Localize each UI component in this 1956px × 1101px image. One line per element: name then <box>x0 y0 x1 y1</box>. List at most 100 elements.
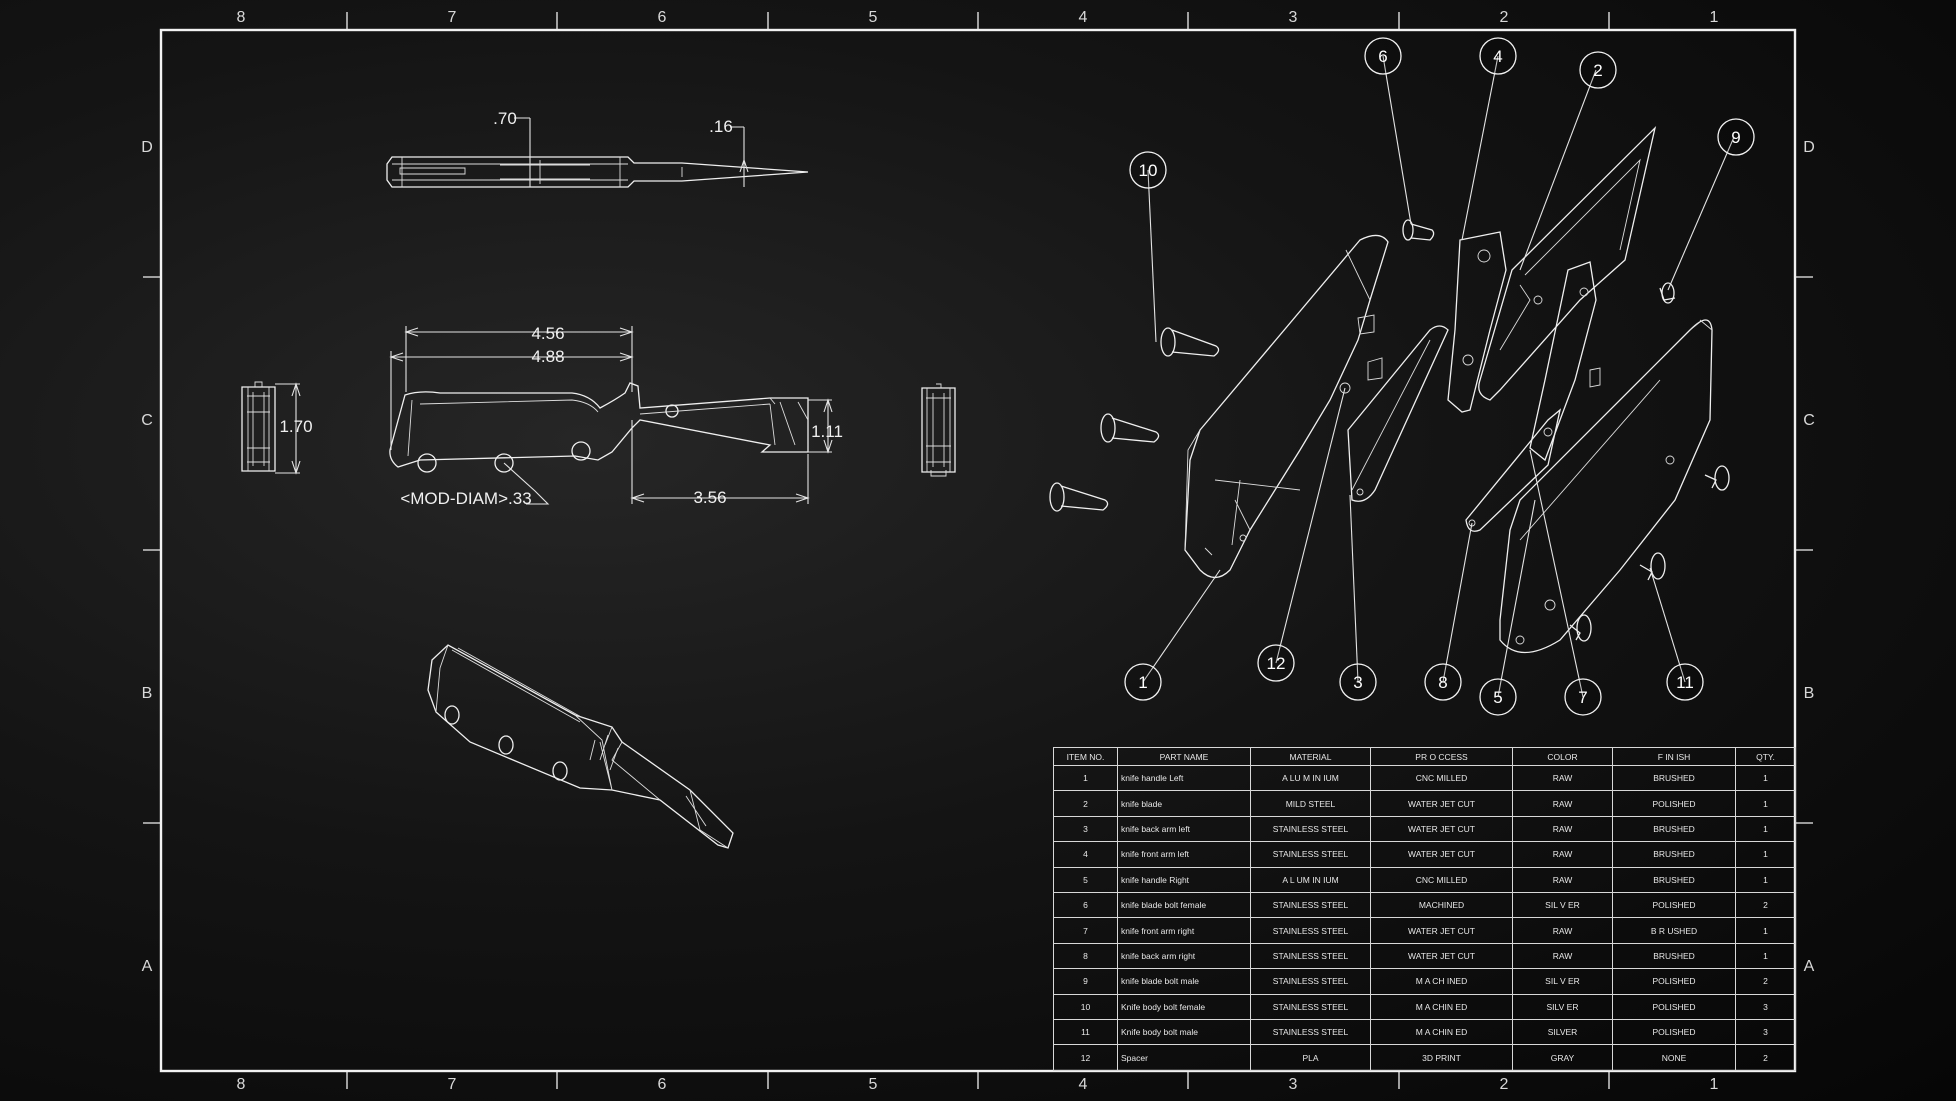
isometric-view <box>427 644 734 849</box>
cell-item: 9 <box>1053 968 1118 995</box>
zone-col-4-bottom: 4 <box>1079 1076 1088 1093</box>
table-row: 10 Knife body bolt female STAINLESS STEE… <box>1053 993 1796 1021</box>
cell-color: RAW <box>1512 917 1613 944</box>
zone-row-c-left: C <box>141 412 153 429</box>
cell-process: M A CHIN ED <box>1370 1019 1513 1046</box>
zone-col-6-bottom: 6 <box>658 1076 667 1093</box>
zone-labels-bottom: 8 7 6 5 4 3 2 1 <box>237 1076 1719 1093</box>
cell-part-name: knife front arm left <box>1117 841 1251 868</box>
cell-material: A LU M IN IUM <box>1250 764 1371 792</box>
cell-part-name: knife front arm right <box>1117 917 1251 944</box>
table-row: 11 Knife body bolt male STAINLESS STEEL … <box>1053 1019 1796 1046</box>
part-front-arm-right <box>1529 261 1597 462</box>
exploded-view <box>1049 125 1730 653</box>
col-color: COLOR <box>1512 747 1613 766</box>
zone-col-7-top: 7 <box>448 9 457 26</box>
cell-material: STAINLESS STEEL <box>1250 968 1371 995</box>
cell-process: MACHINED <box>1370 892 1513 919</box>
cell-item: 3 <box>1053 815 1118 843</box>
cell-qty: 1 <box>1735 866 1796 894</box>
left-end-view: 1.70 <box>241 381 313 475</box>
cell-color: RAW <box>1512 815 1613 843</box>
part-handle-left <box>1184 234 1389 579</box>
cell-material: A L UM IN IUM <box>1250 866 1371 894</box>
balloon-leaders <box>1142 55 1735 698</box>
cell-color: RAW <box>1512 942 1613 970</box>
dim-456: 4.56 <box>531 324 564 343</box>
dim-488: 4.88 <box>531 347 564 366</box>
svg-text:7: 7 <box>1578 688 1587 707</box>
svg-text:4: 4 <box>1493 47 1502 66</box>
col-item-no: ITEM NO. <box>1053 747 1118 766</box>
balloon-10: 10 <box>1129 151 1167 189</box>
dim-356: 3.56 <box>693 488 726 507</box>
zone-row-b-left: B <box>142 685 153 702</box>
balloons: 1 2 3 4 5 6 7 8 <box>1124 37 1755 716</box>
bolt-10b <box>1100 413 1160 443</box>
part-handle-right <box>1499 319 1713 653</box>
col-qty: QTY. <box>1735 747 1796 766</box>
right-end-view <box>921 383 956 477</box>
zone-col-7-bottom: 7 <box>448 1076 457 1093</box>
zone-row-a-left: A <box>142 958 153 975</box>
cell-process: WATER JET CUT <box>1370 841 1513 868</box>
cell-item: 4 <box>1053 841 1118 868</box>
col-part-name: PART NAME <box>1117 747 1251 766</box>
dim-mod-diam: <MOD-DIAM>.33 <box>400 489 531 508</box>
zone-col-6-top: 6 <box>658 9 667 26</box>
cell-finish: BRUSHED <box>1612 841 1736 868</box>
cell-process: M A CHIN ED <box>1370 993 1513 1021</box>
cell-color: SILVER <box>1512 1019 1613 1046</box>
cell-qty: 2 <box>1735 1044 1796 1071</box>
cell-part-name: knife blade <box>1117 790 1251 817</box>
cell-color: SIL V ER <box>1512 892 1613 919</box>
zone-row-d-left: D <box>141 139 153 156</box>
zone-col-1-bottom: 1 <box>1710 1076 1719 1093</box>
cell-item: 7 <box>1053 917 1118 944</box>
balloon-4: 4 <box>1479 37 1517 75</box>
dim-111: 1.11 <box>811 422 843 441</box>
cell-color: RAW <box>1512 841 1613 868</box>
svg-text:11: 11 <box>1676 673 1694 692</box>
zone-labels-top: 8 7 6 5 4 3 2 1 <box>237 9 1719 26</box>
table-row: 9 knife blade bolt male STAINLESS STEEL … <box>1053 968 1796 995</box>
cell-item: 10 <box>1053 993 1118 1021</box>
cell-part-name: Knife body bolt male <box>1117 1019 1251 1046</box>
cell-process: 3D PRINT <box>1370 1044 1513 1071</box>
table-row: 2 knife blade MILD STEEL WATER JET CUT R… <box>1053 790 1796 817</box>
col-finish: F IN ISH <box>1612 747 1736 766</box>
svg-text:2: 2 <box>1593 61 1602 80</box>
zone-col-5-bottom: 5 <box>869 1076 878 1093</box>
cell-qty: 2 <box>1735 892 1796 919</box>
cell-material: MILD STEEL <box>1250 790 1371 817</box>
dim-170: 1.70 <box>279 417 312 436</box>
bolt-9 <box>1659 282 1676 304</box>
zone-ticks <box>143 12 1813 1089</box>
bom-header-row: ITEM NO. PART NAME MATERIAL PR O CCESS C… <box>1053 747 1796 766</box>
cell-finish: BRUSHED <box>1612 866 1736 894</box>
cell-part-name: Knife body bolt female <box>1117 993 1251 1021</box>
zone-col-2-top: 2 <box>1500 9 1509 26</box>
cell-material: STAINLESS STEEL <box>1250 917 1371 944</box>
cell-finish: POLISHED <box>1612 1019 1736 1046</box>
cell-item: 5 <box>1053 866 1118 894</box>
zone-col-1-top: 1 <box>1710 9 1719 26</box>
svg-text:9: 9 <box>1731 128 1740 147</box>
side-view <box>389 382 809 473</box>
cell-process: WATER JET CUT <box>1370 942 1513 970</box>
zone-row-d-right: D <box>1803 139 1815 156</box>
zone-row-c-right: C <box>1803 412 1815 429</box>
side-view-dimensions: 4.56 4.88 1.11 3.56 <MOD-DIAM>.33 <box>389 324 843 508</box>
svg-text:5: 5 <box>1493 688 1502 707</box>
balloon-3: 3 <box>1339 663 1377 701</box>
cell-color: RAW <box>1512 790 1613 817</box>
table-row: 12 Spacer PLA 3D PRINT GRAY NONE 2 <box>1053 1044 1796 1071</box>
cell-material: STAINLESS STEEL <box>1250 1019 1371 1046</box>
balloon-8: 8 <box>1424 663 1462 701</box>
zone-col-5-top: 5 <box>869 9 878 26</box>
cell-item: 6 <box>1053 892 1118 919</box>
cell-finish: BRUSHED <box>1612 764 1736 792</box>
col-process: PR O CCESS <box>1370 747 1513 766</box>
part-blade <box>1478 125 1657 401</box>
